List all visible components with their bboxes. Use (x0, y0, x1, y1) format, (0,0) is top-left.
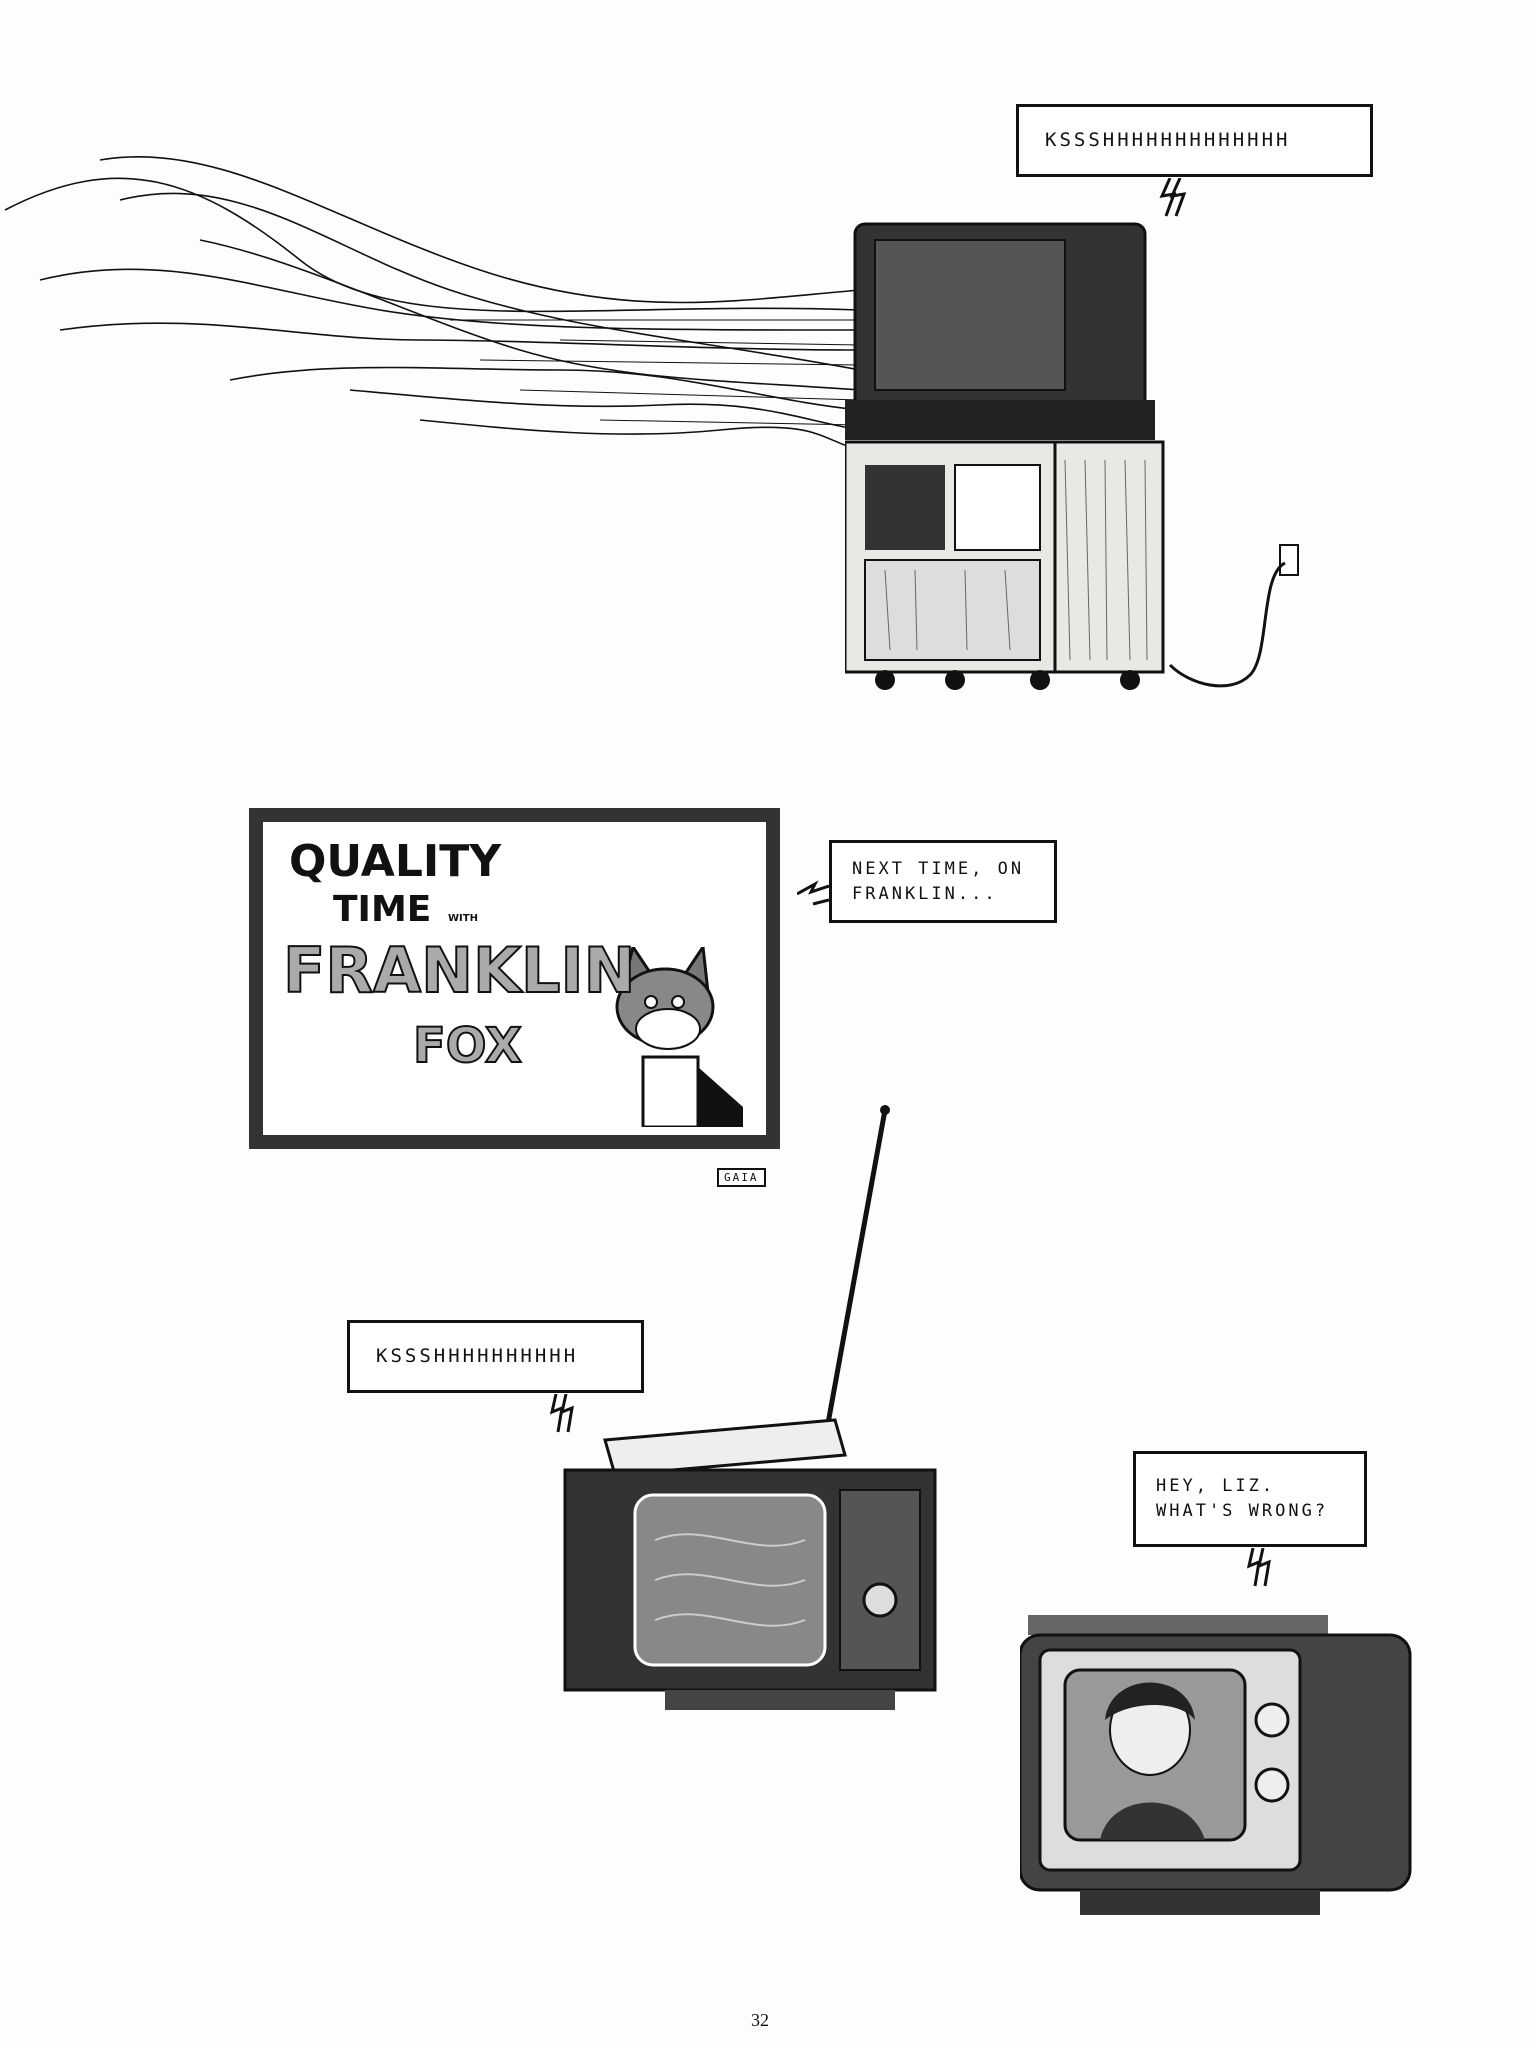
title-quality: QUALITY (289, 836, 502, 887)
wood-tv-with-liz-illustration (1020, 1615, 1412, 1915)
title-fox: FOX (412, 1018, 523, 1074)
wall-outlet-and-cord (1168, 544, 1299, 688)
title-with: WITH (448, 913, 478, 924)
portable-tv-illustration (563, 1105, 937, 1710)
bubble-tail-zigzag (549, 1394, 574, 1433)
title-franklin: FRANKLIN (282, 934, 636, 1007)
bubble-tail-zigzag (1246, 1548, 1271, 1587)
bubble-text: KSSSHHHHHHHHHH (376, 1344, 579, 1367)
bubble-tail-zigzag (797, 880, 829, 906)
speech-bubble-static-tv: KSSSHHHHHHHHHHHHH (1016, 104, 1373, 177)
crt-tv-on-cabinet-illustration (845, 222, 1165, 690)
franklin-fox-character (615, 947, 743, 1127)
speech-bubble-portable-tv: KSSSHHHHHHHHHH (347, 1320, 644, 1393)
speech-bubble-franklin: NEXT TIME, ON FRANKLIN... (829, 840, 1057, 923)
speech-bubble-liz: HEY, LIZ. WHAT'S WRONG? (1133, 1451, 1367, 1547)
bubble-tail-zigzag (1159, 178, 1187, 217)
bubble-text: NEXT TIME, ON FRANKLIN... (852, 858, 1025, 904)
cables-illustration (4, 156, 861, 451)
bubble-text: KSSSHHHHHHHHHHHHH (1045, 128, 1291, 151)
gaia-tag: GAIA (717, 1168, 766, 1187)
title-time: TIME (333, 889, 432, 930)
bubble-text: HEY, LIZ. WHAT'S WRONG? (1156, 1476, 1329, 1521)
franklin-tv-screen: QUALITY TIME WITH FRANKLIN FOX (249, 808, 780, 1149)
page-number: 32 (751, 2010, 769, 2030)
